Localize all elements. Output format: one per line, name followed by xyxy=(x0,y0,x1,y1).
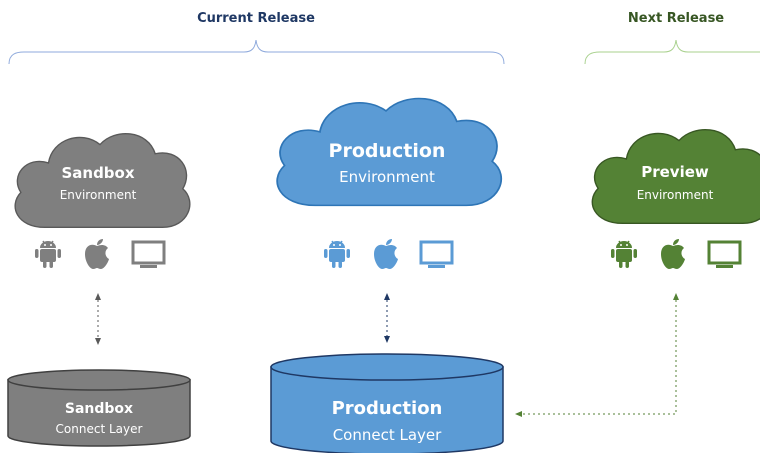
sandbox-layer-subtitle: Connect Layer xyxy=(56,422,143,436)
android-icon xyxy=(34,240,62,269)
sandbox-cloud-subtitle: Environment xyxy=(60,188,137,202)
preview-cloud-title: Preview xyxy=(641,163,709,181)
production-layer-subtitle: Connect Layer xyxy=(333,426,442,444)
preview-platform-icons xyxy=(610,239,742,269)
monitor-icon xyxy=(707,240,742,268)
production-cloud-title: Production xyxy=(329,140,446,162)
apple-icon xyxy=(374,239,398,269)
apple-icon xyxy=(661,239,685,269)
next-release-brace xyxy=(584,39,760,65)
apple-icon xyxy=(85,239,109,269)
monitor-icon xyxy=(419,240,454,268)
preview-cloud-subtitle: Environment xyxy=(637,188,714,202)
production-cloud-subtitle: Environment xyxy=(339,168,435,186)
android-icon xyxy=(610,240,638,269)
current-release-brace xyxy=(8,39,505,65)
sandbox-connect-layer xyxy=(7,369,191,447)
current-release-label: Current Release xyxy=(197,11,315,26)
production-platform-icons xyxy=(323,239,454,269)
preview-connector-arrow xyxy=(515,293,679,417)
production-connector-arrow xyxy=(384,293,390,343)
sandbox-connector-arrow xyxy=(95,293,101,345)
production-layer-title: Production xyxy=(332,398,443,419)
monitor-icon xyxy=(131,240,166,268)
sandbox-platform-icons xyxy=(34,239,166,269)
sandbox-layer-title: Sandbox xyxy=(65,401,133,417)
sandbox-cloud-title: Sandbox xyxy=(61,164,134,182)
production-connect-layer xyxy=(270,353,504,453)
android-icon xyxy=(323,240,351,269)
next-release-label: Next Release xyxy=(628,11,724,26)
